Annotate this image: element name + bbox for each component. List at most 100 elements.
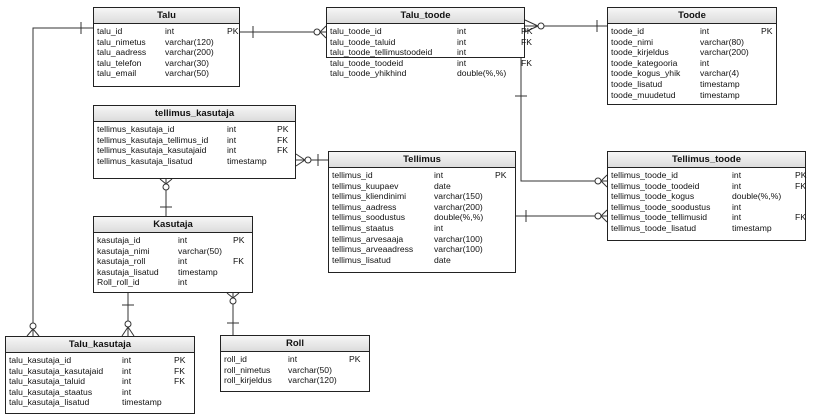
column-name: roll_nimetus xyxy=(224,364,271,375)
column-name: talu_toode_tellimustoodeid xyxy=(330,47,433,58)
column-name: talu_toode_taluid xyxy=(330,36,396,47)
column-key: FK xyxy=(277,145,288,156)
column-name: tellimus_arveaadress xyxy=(332,244,414,255)
column-type: varchar(120) xyxy=(165,36,214,47)
column-type: varchar(50) xyxy=(165,68,209,79)
column-row: tellimus_arvesaaja varchar(100) xyxy=(332,234,512,245)
column-name: tellimus_kasutaja_kasutajaid xyxy=(97,145,207,156)
column-row: talu_email varchar(50) xyxy=(97,68,236,79)
column-type: varchar(30) xyxy=(165,57,209,68)
column-type: int xyxy=(227,145,237,156)
column-name: tellimus_aadress xyxy=(332,201,397,212)
column-type: int xyxy=(732,180,742,191)
column-type: varchar(200) xyxy=(165,47,214,58)
column-type: int xyxy=(457,47,467,58)
relation-kasutaja-tellimus-kasutaja xyxy=(159,178,173,216)
column-name: tellimus_id xyxy=(332,170,373,180)
table-title: Talu_toode xyxy=(327,8,524,24)
column-key: FK xyxy=(795,180,806,191)
column-type: double(%,%) xyxy=(732,191,782,202)
column-name: tellimus_lisatud xyxy=(332,254,391,265)
column-name: tellimus_toode_lisatud xyxy=(611,222,697,233)
column-name: tellimus_toode_soodustus xyxy=(611,201,711,212)
column-name: toode_muudetud xyxy=(611,89,676,100)
column-key: FK xyxy=(174,376,185,387)
column-name: tellimus_arvesaaja xyxy=(332,233,404,244)
column-type: int xyxy=(122,365,132,376)
relation-talu-toode-tellimus-toode xyxy=(515,58,608,188)
column-type: int xyxy=(434,170,444,180)
column-type: int xyxy=(700,57,710,68)
column-type: int xyxy=(122,355,132,365)
column-name: talu_toode_toodeid xyxy=(330,57,404,68)
table-title: Tellimus xyxy=(329,152,515,168)
column-key: PK xyxy=(349,354,361,364)
column-type: double(%,%) xyxy=(457,68,507,79)
column-type: varchar(80) xyxy=(700,36,744,47)
column-type: int xyxy=(457,26,467,36)
column-type: varchar(4) xyxy=(700,68,740,79)
column-type: timestamp xyxy=(700,89,740,100)
column-row: talu_toode_id int PK xyxy=(330,26,532,37)
table-title: Talu_kasutaja xyxy=(6,337,194,353)
column-name: kasutaja_nimi xyxy=(97,245,150,256)
column-name: tellimus_kasutaja_lisatud xyxy=(97,155,193,166)
column-name: kasutaja_lisatud xyxy=(97,266,159,277)
column-key: PK xyxy=(227,26,239,36)
column-name: talu_kasutaja_staatus xyxy=(9,386,93,397)
column-type: varchar(100) xyxy=(434,244,483,255)
column-type: int xyxy=(288,354,298,364)
column-type: varchar(100) xyxy=(434,233,483,244)
column-name: talu_toode_yhikhind xyxy=(330,68,407,79)
column-name: talu_aadress xyxy=(97,47,147,58)
column-name: talu_nimetus xyxy=(97,36,146,47)
relation-roll-kasutaja xyxy=(226,292,240,335)
column-name: talu_kasutaja_lisatud xyxy=(9,397,90,408)
column-name: tellimus_toode_tellimusid xyxy=(611,212,708,223)
column-row: talu_kasutaja_lisatud timestamp xyxy=(9,397,191,408)
column-type: timestamp xyxy=(122,397,162,408)
column-key: FK xyxy=(174,365,185,376)
column-row: tellimus_aadress varchar(200) xyxy=(332,202,512,213)
column-name: talu_toode_id xyxy=(330,26,382,36)
relation-kasutaja-talu-kasutaja xyxy=(121,293,135,337)
column-name: talu_email xyxy=(97,68,137,79)
column-type: varchar(200) xyxy=(434,201,483,212)
column-name: tellimus_staatus xyxy=(332,222,394,233)
column-key: PK xyxy=(521,26,533,36)
column-key: PK xyxy=(277,124,289,134)
column-name: toode_lisatud xyxy=(611,78,663,89)
